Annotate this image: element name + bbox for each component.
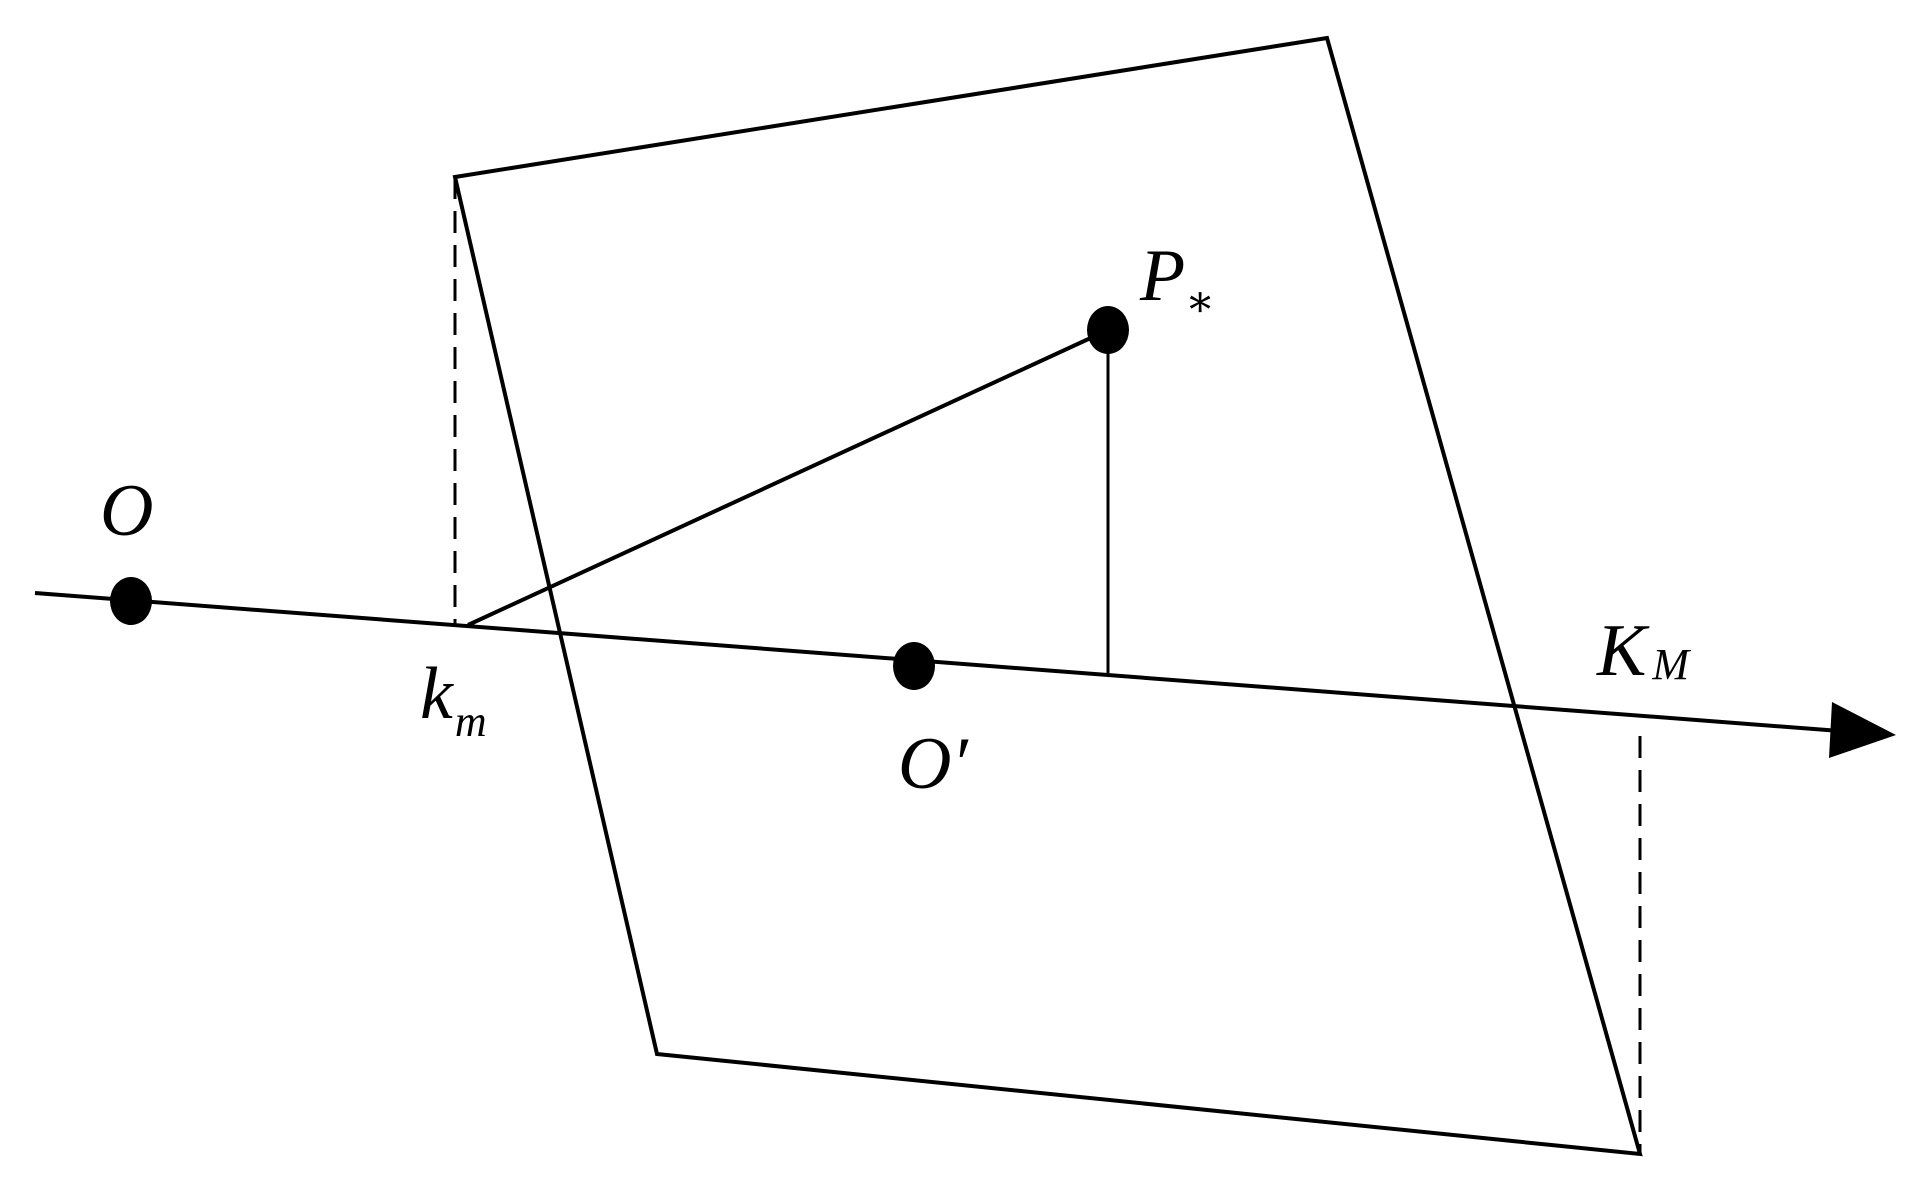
point-center: [893, 642, 935, 690]
label-p-star-main: P: [1139, 235, 1185, 317]
label-lower-bound: k m: [420, 653, 487, 746]
point-p-star: [1087, 306, 1129, 354]
axis-arrowhead: [1829, 702, 1896, 758]
label-lower-bound-sub: m: [455, 697, 487, 746]
label-upper-bound: K M: [1596, 610, 1691, 692]
label-p-star-sub: ∗: [1185, 277, 1215, 326]
segment-km-to-p: [467, 328, 1109, 627]
label-upper-bound-main: K: [1596, 610, 1650, 692]
label-center: O′: [898, 723, 969, 805]
axis-line: [34, 591, 1841, 733]
label-lower-bound-main: k: [420, 653, 454, 735]
plane-quadrilateral: [452, 35, 1643, 1157]
label-upper-bound-sub: M: [1651, 640, 1691, 689]
label-p-star: P ∗: [1139, 235, 1215, 326]
point-origin: [110, 577, 152, 625]
label-origin: O: [100, 470, 153, 552]
